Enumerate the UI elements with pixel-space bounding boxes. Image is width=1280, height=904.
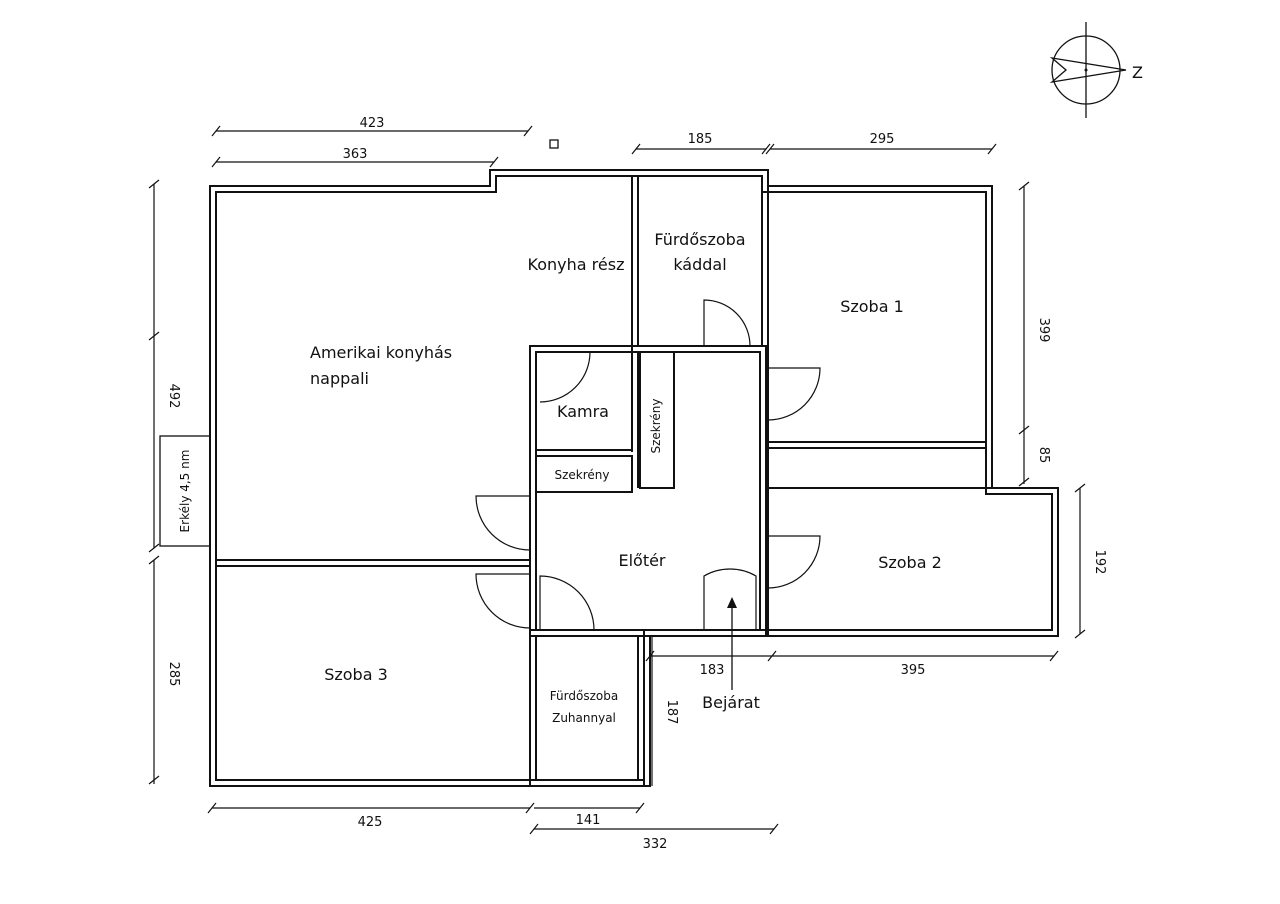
bath-shower-label-line1: Fürdőszoba [550, 689, 618, 703]
kitchen-label: Konyha rész [528, 255, 625, 274]
room3-label: Szoba 3 [324, 665, 388, 684]
entrance-arrow-icon [727, 597, 737, 690]
bath-tub-label-line1: Fürdőszoba [654, 230, 745, 249]
dim-mid-183: 183 [700, 663, 725, 678]
hall-label: Előtér [618, 551, 665, 570]
room1-label: Szoba 1 [840, 297, 904, 316]
dim-left-285: 285 [166, 662, 181, 687]
dim-mid-395: 395 [901, 663, 926, 678]
dim-top-363: 363 [343, 147, 368, 162]
entrance-label: Bejárat [702, 693, 760, 712]
room2-label: Szoba 2 [878, 553, 942, 572]
bath-tub-label-line2: káddal [673, 255, 726, 274]
wardrobe-vertical-label: Szekrény [649, 398, 663, 453]
dimension-lines [148, 125, 1086, 835]
dim-bottom-425: 425 [358, 815, 383, 830]
dim-bottom-332: 332 [643, 837, 668, 852]
bath-shower-label-line2: Zuhannyal [552, 711, 616, 725]
doors [475, 299, 821, 631]
living-room-label-line1: Amerikai konyhás [310, 343, 452, 362]
compass-icon: Z [1049, 22, 1143, 118]
interior-walls [216, 176, 1058, 787]
living-room-label-line2: nappali [310, 369, 369, 388]
dim-right-399: 399 [1036, 318, 1051, 343]
dim-right-85: 85 [1036, 447, 1051, 464]
pantry-label: Kamra [557, 402, 609, 421]
dim-top-423: 423 [360, 116, 385, 131]
dim-bottom-141: 141 [576, 813, 601, 828]
compass-north-label: Z [1132, 63, 1143, 82]
balcony: Erkély 4,5 nm [159, 435, 211, 547]
balcony-label: Erkély 4,5 nm [178, 450, 192, 533]
dim-mid-187: 187 [664, 700, 679, 725]
dim-right-192: 192 [1092, 550, 1107, 575]
dim-top-185: 185 [688, 132, 713, 147]
dim-top-295: 295 [870, 132, 895, 147]
outer-walls [209, 169, 1059, 787]
wardrobe-horizontal-label: Szekrény [554, 468, 609, 482]
chimney-marker [549, 139, 559, 149]
dim-left-492: 492 [166, 384, 181, 409]
